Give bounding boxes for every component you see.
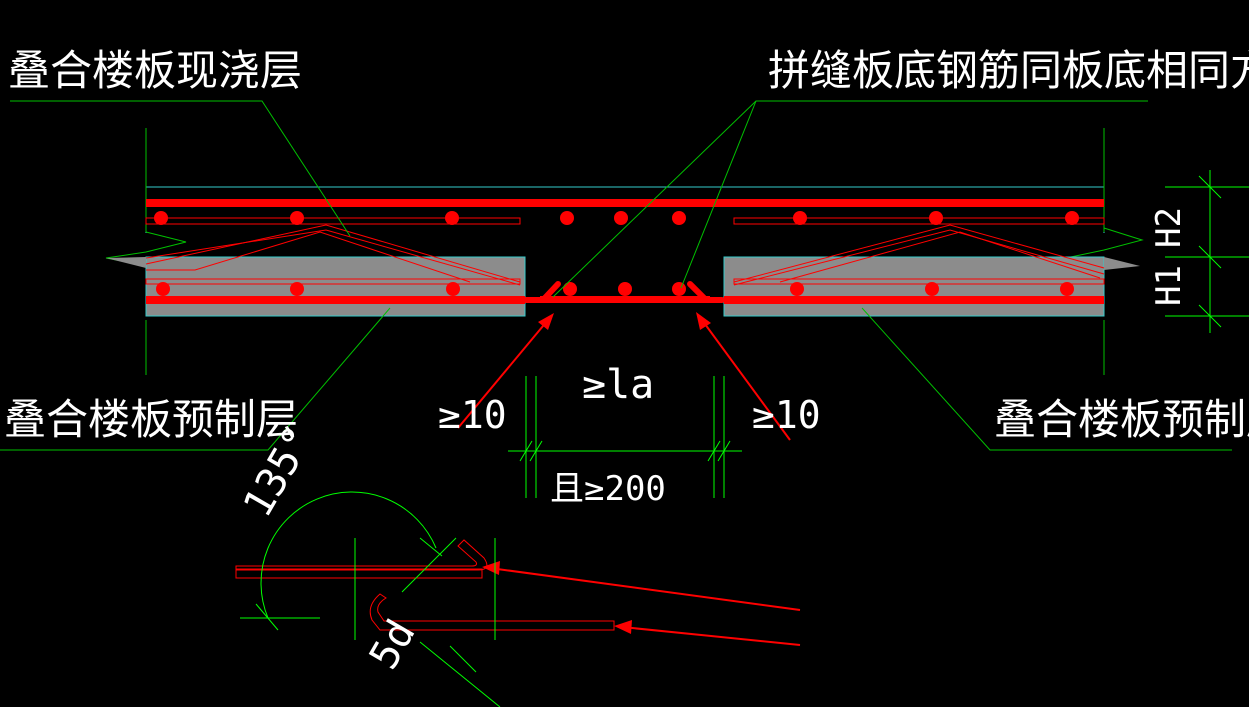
precast-taper-right (1104, 257, 1140, 270)
top-rebar-dots (154, 211, 1079, 225)
gap-left-label: ≥10 (438, 393, 507, 437)
bottom-rebar-dots (156, 282, 1074, 296)
red-arrows (457, 312, 801, 646)
bottom-rebar-left (146, 296, 525, 304)
truss-rebar-left (145, 224, 521, 286)
anchor-length-label: ≥la (582, 362, 654, 408)
hook-length-label: 5d (361, 612, 425, 677)
hook-rebar-upper (235, 539, 488, 571)
seam-rebar-bar (540, 296, 710, 303)
hook-rebar-lower (369, 593, 615, 631)
precast-right-label: 叠合楼板预制层 (994, 395, 1249, 444)
h2-label: H2 (1149, 207, 1189, 248)
gap-right-label: ≥10 (752, 393, 821, 437)
seam-dimension (508, 376, 742, 498)
top-cross-rebar (145, 217, 1105, 225)
h1-label: H1 (1149, 265, 1189, 306)
precast-left-label: 叠合楼板预制层 (4, 395, 298, 444)
cast-layer-label: 叠合楼板现浇层 (8, 46, 302, 95)
bottom-rebar-right (724, 296, 1104, 304)
truss-rebar-right (733, 224, 1105, 286)
precast-slab-left (145, 256, 526, 317)
seam-rebar-hooks (523, 281, 725, 303)
seam-rebar-label: 拼缝板底钢筋同板底相同方向 (768, 46, 1249, 95)
angle-arc (260, 491, 437, 619)
precast-cross-rebar (145, 278, 1105, 285)
width-min-label: 且≥200 (550, 469, 666, 509)
leader-lines (0, 100, 1232, 451)
precast-slab-right (723, 256, 1105, 317)
precast-taper-left (106, 257, 146, 268)
top-rebar-bar (146, 199, 1104, 207)
slab-edge-lines (145, 128, 1105, 375)
hook-detail (235, 491, 615, 707)
height-dimension (1165, 170, 1249, 333)
